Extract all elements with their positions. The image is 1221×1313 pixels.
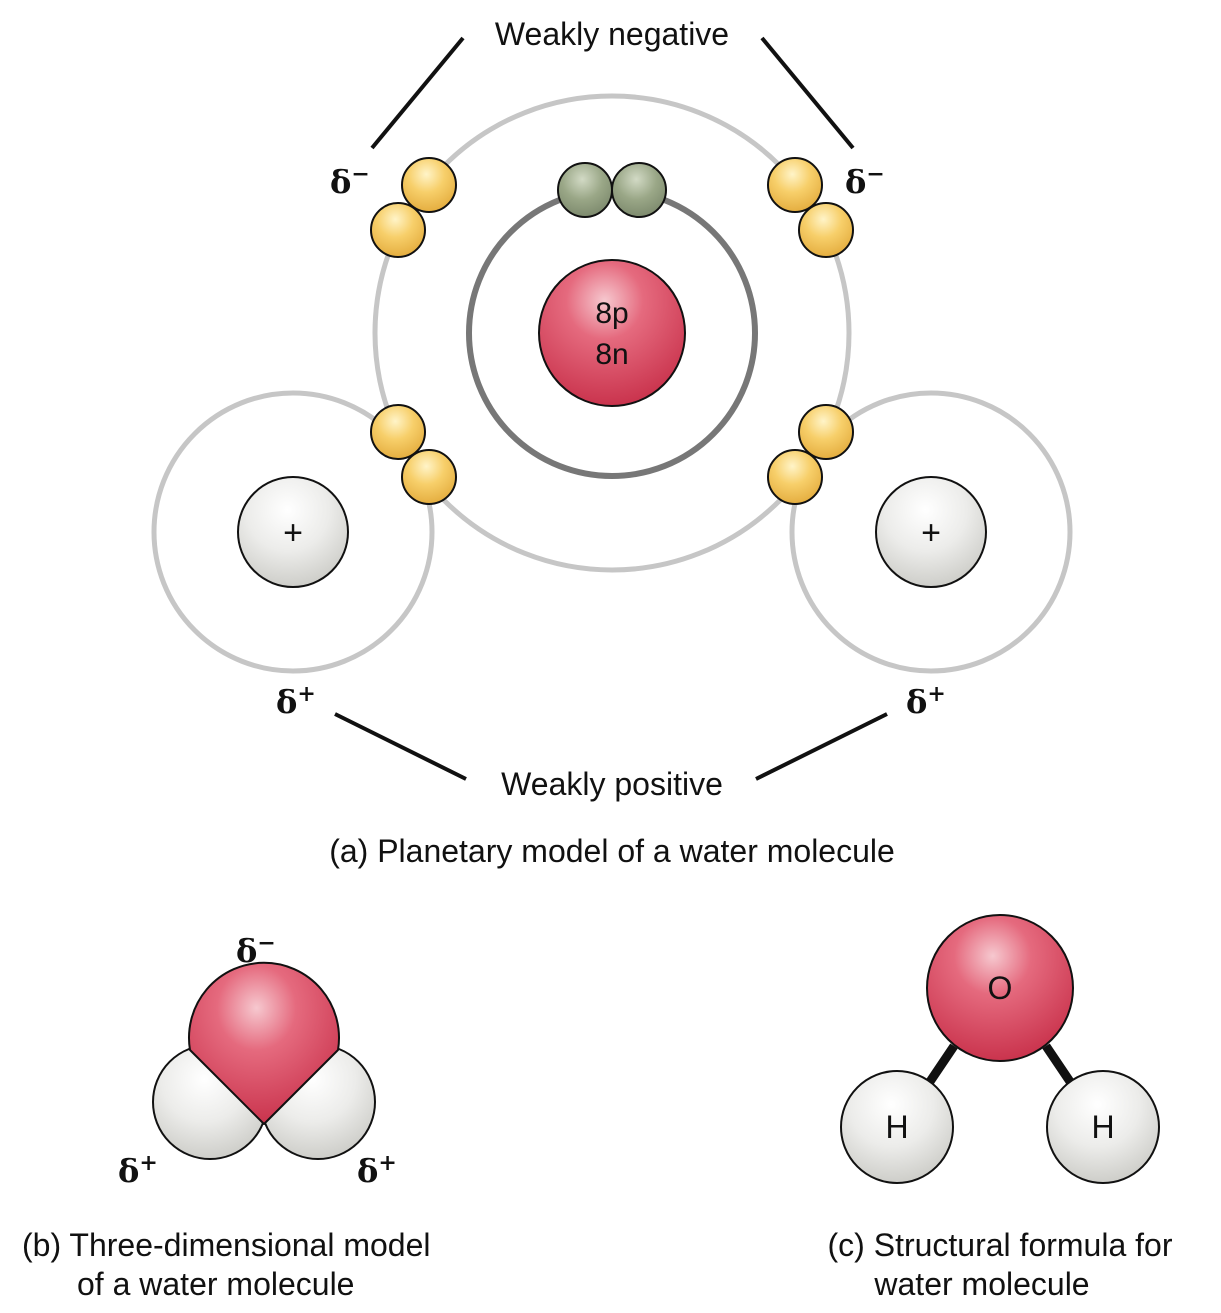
bonding-electron bbox=[767, 449, 823, 505]
lone-pair-electron bbox=[370, 202, 426, 258]
hydrogen-left-shell bbox=[151, 390, 435, 674]
caption-c-line2: water molecule bbox=[873, 1266, 1089, 1302]
weakly-negative-label: Weakly negative bbox=[495, 16, 729, 52]
leader-line bbox=[334, 712, 467, 781]
inner-electron bbox=[557, 162, 613, 218]
lone-pair-electron bbox=[401, 157, 457, 213]
hydrogen-right-shell bbox=[789, 390, 1073, 674]
nucleus-neutrons-label: 8n bbox=[595, 338, 628, 371]
caption-b-line1: (b) Three-dimensional model bbox=[22, 1227, 430, 1263]
bonding-electron bbox=[401, 449, 457, 505]
hydrogen-left-nucleus bbox=[237, 476, 349, 588]
nucleus-protons-label: 8p bbox=[595, 297, 628, 330]
delta-plus-b-right: δ+ bbox=[357, 1150, 397, 1190]
caption-c-line1: (c) Structural formula for bbox=[828, 1227, 1173, 1263]
oxygen-sphere bbox=[188, 961, 340, 1125]
hydrogen-left-charge: + bbox=[283, 514, 303, 552]
delta-plus-left: δ+ bbox=[276, 681, 316, 721]
hydrogen-right-charge: + bbox=[921, 514, 941, 552]
leader-line bbox=[755, 712, 888, 781]
hydrogen-right-label: H bbox=[1091, 1109, 1114, 1145]
leader-line bbox=[370, 36, 465, 150]
hydrogen-left-label: H bbox=[885, 1109, 908, 1145]
caption-b-line2: of a water molecule bbox=[77, 1266, 354, 1302]
oxygen-label: O bbox=[988, 970, 1013, 1006]
three-dimensional-model: δ− δ+ δ+ (b) Three-dimensional model of … bbox=[22, 930, 430, 1302]
oxygen-nucleus bbox=[538, 259, 686, 407]
oxygen-outer-shell bbox=[372, 93, 852, 573]
weakly-positive-label: Weakly positive bbox=[501, 766, 723, 802]
bonding-electron bbox=[370, 404, 426, 460]
oxygen-atom bbox=[926, 914, 1074, 1062]
delta-minus-left: δ− bbox=[330, 161, 370, 201]
delta-minus-right: δ− bbox=[845, 161, 885, 201]
hydrogen-atom-right bbox=[1046, 1070, 1160, 1184]
hydrogen-atom-left bbox=[840, 1070, 954, 1184]
caption-a: (a) Planetary model of a water molecule bbox=[329, 833, 895, 869]
delta-plus-right: δ+ bbox=[906, 681, 946, 721]
leader-line bbox=[760, 36, 855, 150]
lone-pair-electron bbox=[767, 157, 823, 213]
structural-formula: O H H (c) Structural formula for water m… bbox=[828, 914, 1173, 1302]
planetary-model: 8p 8n + + Weakly negative Weakly positiv… bbox=[151, 16, 1073, 869]
inner-electron bbox=[611, 162, 667, 218]
delta-plus-b-left: δ+ bbox=[118, 1150, 158, 1190]
lone-pair-electron bbox=[798, 202, 854, 258]
hydrogen-right-nucleus bbox=[875, 476, 987, 588]
bonding-electron bbox=[798, 404, 854, 460]
delta-minus-top: δ− bbox=[236, 930, 276, 970]
